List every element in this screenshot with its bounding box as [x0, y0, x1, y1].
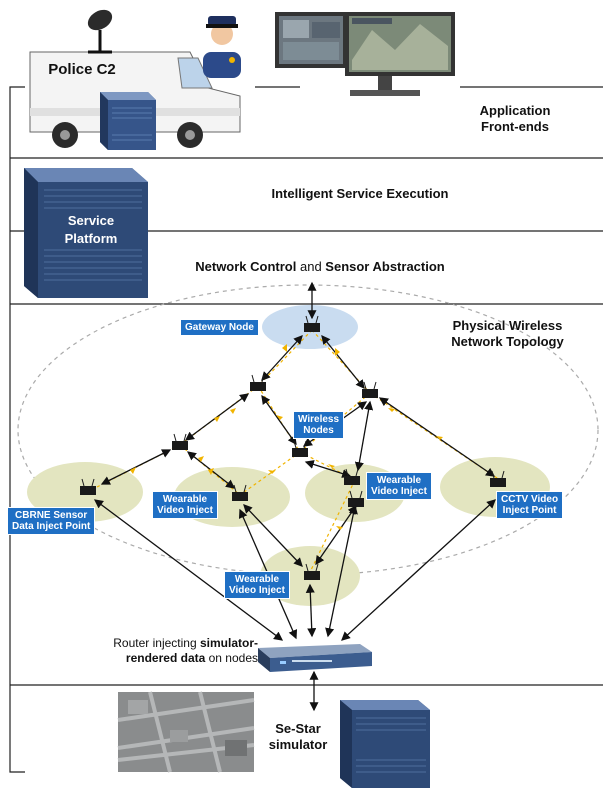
- top-bracket: [9, 86, 25, 773]
- network-control-and: and: [296, 259, 326, 274]
- tag-wireless-line2: Nodes: [303, 425, 334, 436]
- simulator-server-icon: [340, 700, 430, 788]
- tag-wearable-bottom-line1: Wearable: [234, 574, 280, 585]
- police-officer-icon: [203, 16, 241, 78]
- router-caption-plain-2: on nodes: [205, 651, 258, 665]
- topology-ellipse: [17, 284, 599, 576]
- router-caption-line1: Router injecting simulator-: [20, 636, 258, 651]
- tag-wearable-mid-line2: Video Inject: [371, 486, 427, 497]
- tag-wearable-bottom-line2: Video Inject: [229, 585, 285, 596]
- node-b: [362, 381, 378, 398]
- police-c2-label: Police C2: [48, 61, 116, 78]
- node-cctv: [490, 470, 506, 487]
- tag-wearable-left-line1: Wearable: [162, 494, 208, 505]
- tag-cctv-video: CCTV Video Inject Point: [496, 491, 564, 519]
- layer-application-label: Application Front-ends: [440, 103, 590, 135]
- tag-wearable-bottom: Wearable Video Inject: [224, 571, 290, 599]
- router-caption: Router injecting simulator- rendered dat…: [20, 636, 258, 666]
- router-caption-bold-2: rendered data: [125, 651, 206, 665]
- node-c: [172, 433, 188, 450]
- dual-monitor-icon: [275, 12, 455, 96]
- router-caption-plain-1: Router injecting: [113, 636, 200, 650]
- tag-wireless-line1: Wireless: [298, 414, 340, 425]
- tag-cbrne-sensor: CBRNE Sensor Data Inject Point: [7, 507, 96, 535]
- router-caption-bold-1: simulator-: [199, 636, 258, 650]
- wireless-node-icons: [80, 315, 506, 580]
- layer-physical-line2: Network Topology: [451, 334, 564, 349]
- node-wearable-mid-2: [348, 490, 364, 507]
- simulator-line1: Se-Star: [275, 721, 321, 736]
- service-platform-line2: Platform: [64, 231, 118, 246]
- layer-application-line1: Application: [479, 103, 551, 118]
- layer-network-control-label: Network Control and Sensor Abstraction: [150, 259, 490, 275]
- tag-gateway-node: Gateway Node: [180, 319, 259, 336]
- node-d: [292, 440, 308, 457]
- satellite-dish-icon: [87, 9, 113, 54]
- node-wearable-bottom: [304, 563, 320, 580]
- tag-wireless-nodes: Wireless Nodes: [293, 411, 345, 439]
- tag-wearable-mid-line1: Wearable: [376, 475, 422, 486]
- node-a: [250, 374, 266, 391]
- layer-physical-label: Physical Wireless Network Topology: [420, 318, 595, 350]
- layer-application-line2: Front-ends: [481, 119, 549, 134]
- van-server-icon: [100, 92, 156, 150]
- layer-simulator-label: Se-Star simulator: [258, 721, 338, 753]
- simulator-map-thumbnail: [117, 691, 255, 773]
- tag-wearable-left: Wearable Video Inject: [152, 491, 218, 519]
- tag-wearable-mid: Wearable Video Inject: [366, 472, 432, 500]
- tag-cbrne-line2: Data Inject Point: [12, 521, 91, 532]
- tag-cctv-line1: CCTV Video: [501, 494, 559, 505]
- node-wearable-mid-1: [344, 468, 360, 485]
- service-platform-line1: Service: [67, 213, 115, 228]
- tag-cctv-line2: Inject Point: [502, 505, 557, 516]
- node-cbrne: [80, 478, 96, 495]
- simulator-line2: simulator: [268, 737, 328, 752]
- layer-service-execution-label: Intelligent Service Execution: [271, 186, 449, 201]
- node-gateway: [304, 315, 320, 332]
- service-platform-label: Service Platform: [38, 212, 144, 248]
- sensor-abstraction-bold: Sensor Abstraction: [325, 259, 445, 274]
- layer-physical-line1: Physical Wireless: [452, 318, 563, 333]
- service-platform-server-icon: [24, 168, 148, 298]
- tag-wearable-left-line2: Video Inject: [157, 505, 213, 516]
- injection-router-icon: [258, 644, 372, 672]
- tag-cbrne-line1: CBRNE Sensor: [15, 510, 88, 521]
- network-control-bold: Network Control: [195, 259, 297, 274]
- router-caption-line2: rendered data on nodes: [20, 651, 258, 666]
- node-wearable-left: [232, 484, 248, 501]
